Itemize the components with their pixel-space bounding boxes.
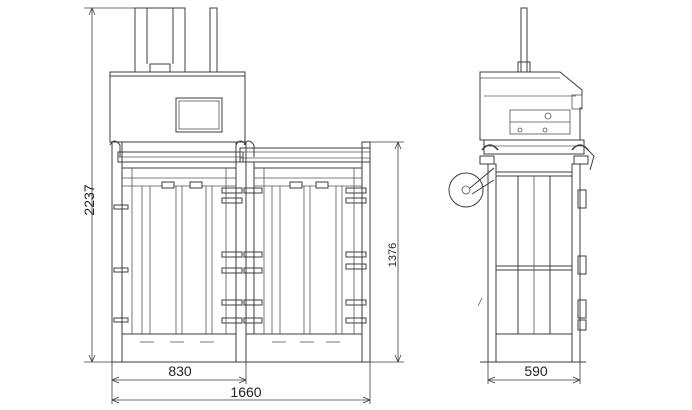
side-head-housing bbox=[479, 71, 585, 155]
right-chamber bbox=[243, 141, 371, 363]
side-view: 590 bbox=[448, 7, 595, 384]
side-press-column bbox=[517, 7, 531, 73]
front-view: 2237 1376 830 1660 bbox=[81, 7, 404, 404]
left-chamber bbox=[111, 141, 247, 363]
overall-width-label: 1660 bbox=[230, 384, 261, 400]
dim-chamber-width: 830 bbox=[111, 362, 371, 404]
side-body-frame bbox=[477, 163, 587, 363]
press-head-housing bbox=[109, 71, 246, 143]
chamber-width-label: 830 bbox=[168, 363, 192, 379]
press-column bbox=[134, 7, 218, 73]
dim-overall-height: 2237 bbox=[81, 7, 135, 363]
side-handles bbox=[479, 144, 595, 171]
wire-spool bbox=[448, 167, 495, 208]
platen-crossbar bbox=[109, 140, 371, 163]
depth-label: 590 bbox=[524, 363, 548, 379]
dim-chamber-height: 1376 bbox=[370, 141, 404, 363]
overall-height-label: 2237 bbox=[81, 184, 97, 215]
dim-overall-width: 1660 bbox=[111, 384, 371, 404]
chamber-height-label: 1376 bbox=[387, 243, 399, 267]
control-panel-window bbox=[175, 97, 223, 133]
dim-depth: 590 bbox=[487, 362, 581, 384]
